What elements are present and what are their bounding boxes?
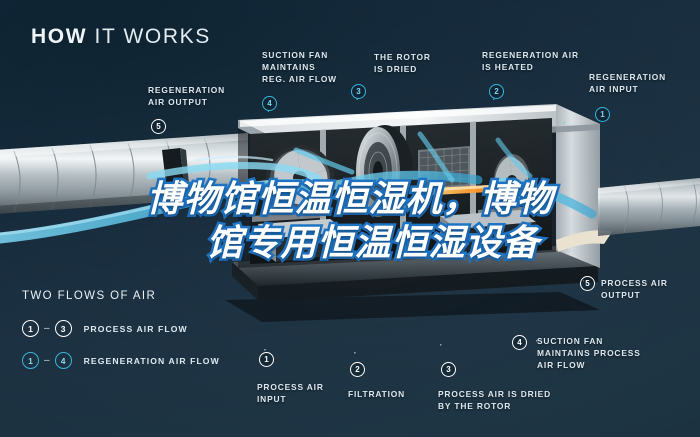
marker-4-suction-fan-process[interactable]: 4 [512,335,527,350]
legend-label-regeneration-air-flow: REGENERATION AIR FLOW [83,355,220,366]
page-title: HOW IT WORKS [31,25,211,49]
lower-compartments [258,210,536,262]
legend-dash: – [44,323,50,334]
callout-filtration: FILTRATION [348,389,406,399]
marker-4-suction-fan-reg[interactable]: 4 [262,96,277,111]
callout-process-air-is-dried: PROCESS AIR IS DRIED BY THE ROTOR [438,389,552,411]
marker-1-regen-input[interactable]: 1 [595,107,610,122]
marker-3-process-dried[interactable]: 3 [441,362,456,377]
legend-row-process-air-flow: 1 – 3 PROCESS AIR FLOW [22,320,188,337]
legend-marker-from-1: 1 [22,320,39,337]
marker-3-rotor-dried[interactable]: 3 [351,84,366,99]
callout-process-air-output: PROCESS AIR OUTPUT [601,278,668,300]
marker-2-regen-heated[interactable]: 2 [489,84,504,99]
suction-fan-left [266,145,334,211]
airflow-ribbons [0,131,597,244]
right-duct [598,178,700,236]
legend-label-process-air-flow: PROCESS AIR FLOW [83,323,188,334]
page-title-light: IT WORKS [87,25,211,48]
marker-5-process-output[interactable]: 5 [580,276,595,291]
legend-dash-regen: – [44,355,50,366]
callout-the-rotor-is-dried: THE ROTOR IS DRIED [374,52,431,74]
legend-marker-from-1-regen: 1 [22,352,39,369]
callout-process-air-input: PROCESS AIR INPUT [257,382,324,404]
legend-row-regeneration-air-flow: 1 – 4 REGENERATION AIR FLOW [22,352,220,369]
callout-regeneration-air-output: REGENERATION AIR OUTPUT [148,85,226,107]
legend-marker-to-4: 4 [54,352,72,369]
legend-marker-to-3: 3 [54,320,72,337]
left-duct [0,133,248,214]
callout-suction-fan-process-air-flow: SUCTION FAN MAINTAINS PROCESS AIR FLOW [537,336,641,370]
callout-regeneration-air-input: REGENERATION AIR INPUT [589,72,667,94]
marker-5-regeneration-output[interactable]: 5 [151,119,166,134]
page-title-bold: HOW [31,25,88,48]
marker-2-filtration[interactable]: 2 [350,362,365,377]
legend-title: TWO FLOWS OF AIR [22,290,157,302]
callout-suction-fan-reg-air-flow: SUCTION FAN MAINTAINS REG. AIR FLOW [262,50,337,84]
callout-regeneration-air-is-heated: REGENERATION AIR IS HEATED [482,50,579,72]
marker-1-process-input[interactable]: 1 [259,352,274,367]
